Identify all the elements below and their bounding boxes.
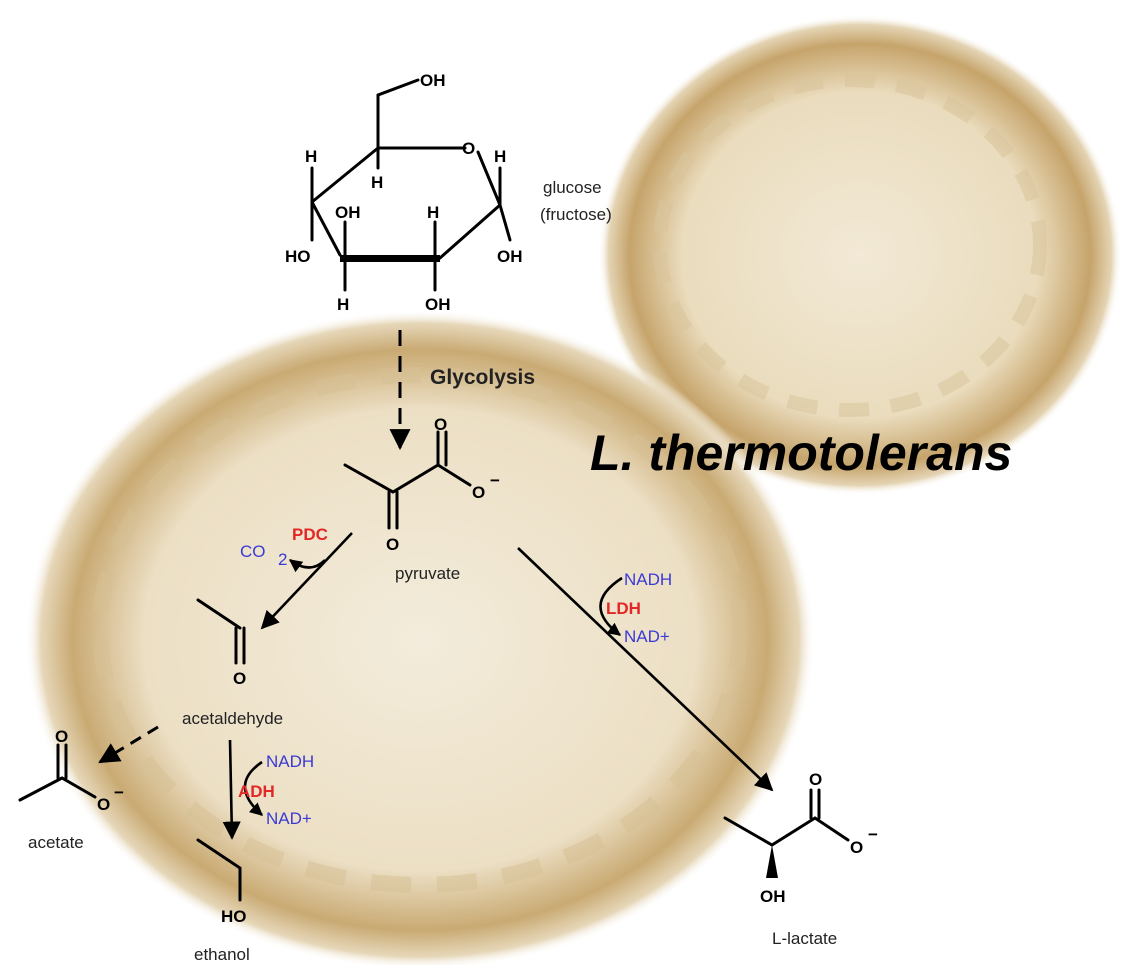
acetate-arrow — [98, 725, 159, 764]
svg-text:OH: OH — [497, 247, 523, 266]
svg-text:HO: HO — [285, 247, 311, 266]
co2-subscript: 2 — [278, 550, 287, 569]
ldh-nadh: NADH — [624, 570, 672, 589]
adh-enzyme: ADH — [238, 782, 275, 801]
lactate-structure: O O − OH — [723, 770, 878, 906]
acetate-structure: O O − — [18, 727, 124, 814]
glucose-label: glucose — [543, 178, 602, 197]
svg-text:−: − — [114, 783, 124, 802]
adh-nadh: NADH — [266, 752, 314, 771]
glucose-structure: OH O H H HO H OH OH H H OH — [285, 71, 523, 314]
svg-text:OH: OH — [420, 71, 446, 90]
svg-text:H: H — [371, 173, 383, 192]
svg-text:H: H — [427, 203, 439, 222]
svg-text:H: H — [305, 147, 317, 166]
co2-release-arrow — [288, 558, 326, 573]
acetaldehyde-label: acetaldehyde — [182, 709, 283, 728]
lactate-label: L-lactate — [772, 929, 837, 948]
svg-text:O: O — [97, 795, 110, 814]
svg-text:O: O — [462, 139, 475, 158]
ethanol-label: ethanol — [194, 945, 250, 964]
svg-text:O: O — [850, 838, 863, 857]
adh-cofactor-arrow — [243, 760, 263, 816]
svg-text:OH: OH — [335, 203, 361, 222]
svg-text:−: − — [868, 825, 878, 844]
svg-text:OH: OH — [760, 887, 786, 906]
svg-text:OH: OH — [425, 295, 451, 314]
svg-text:H: H — [337, 295, 349, 314]
ldh-arrow — [517, 547, 774, 792]
ethanol-structure: HO — [196, 838, 247, 926]
pdc-enzyme: PDC — [292, 525, 328, 544]
svg-text:O: O — [55, 727, 68, 746]
ldh-nad: NAD+ — [624, 627, 670, 646]
glycolysis-label: Glycolysis — [430, 366, 535, 389]
svg-text:O: O — [472, 483, 485, 502]
pyruvate-label: pyruvate — [395, 564, 460, 583]
yeast-cell-mother — [25, 310, 815, 965]
adh-nad: NAD+ — [266, 809, 312, 828]
svg-text:H: H — [494, 147, 506, 166]
svg-text:O: O — [809, 770, 822, 789]
pdc-arrow — [260, 532, 353, 630]
svg-text:HO: HO — [221, 907, 247, 926]
yeast-cell-bud — [598, 15, 1122, 495]
adh-arrow — [222, 739, 241, 840]
pyruvate-structure: O O − O — [343, 415, 500, 554]
organism-title: L. thermotolerans — [590, 425, 1012, 481]
svg-text:O: O — [386, 535, 399, 554]
fructose-label: (fructose) — [540, 205, 612, 224]
ldh-enzyme: LDH — [606, 599, 641, 618]
acetaldehyde-structure: O — [196, 598, 246, 688]
co2-cofactor: CO — [240, 542, 266, 561]
svg-text:O: O — [233, 669, 246, 688]
svg-text:−: − — [490, 471, 500, 490]
ldh-cofactor-arrow — [599, 576, 623, 637]
acetate-label: acetate — [28, 833, 84, 852]
svg-text:O: O — [434, 415, 447, 434]
